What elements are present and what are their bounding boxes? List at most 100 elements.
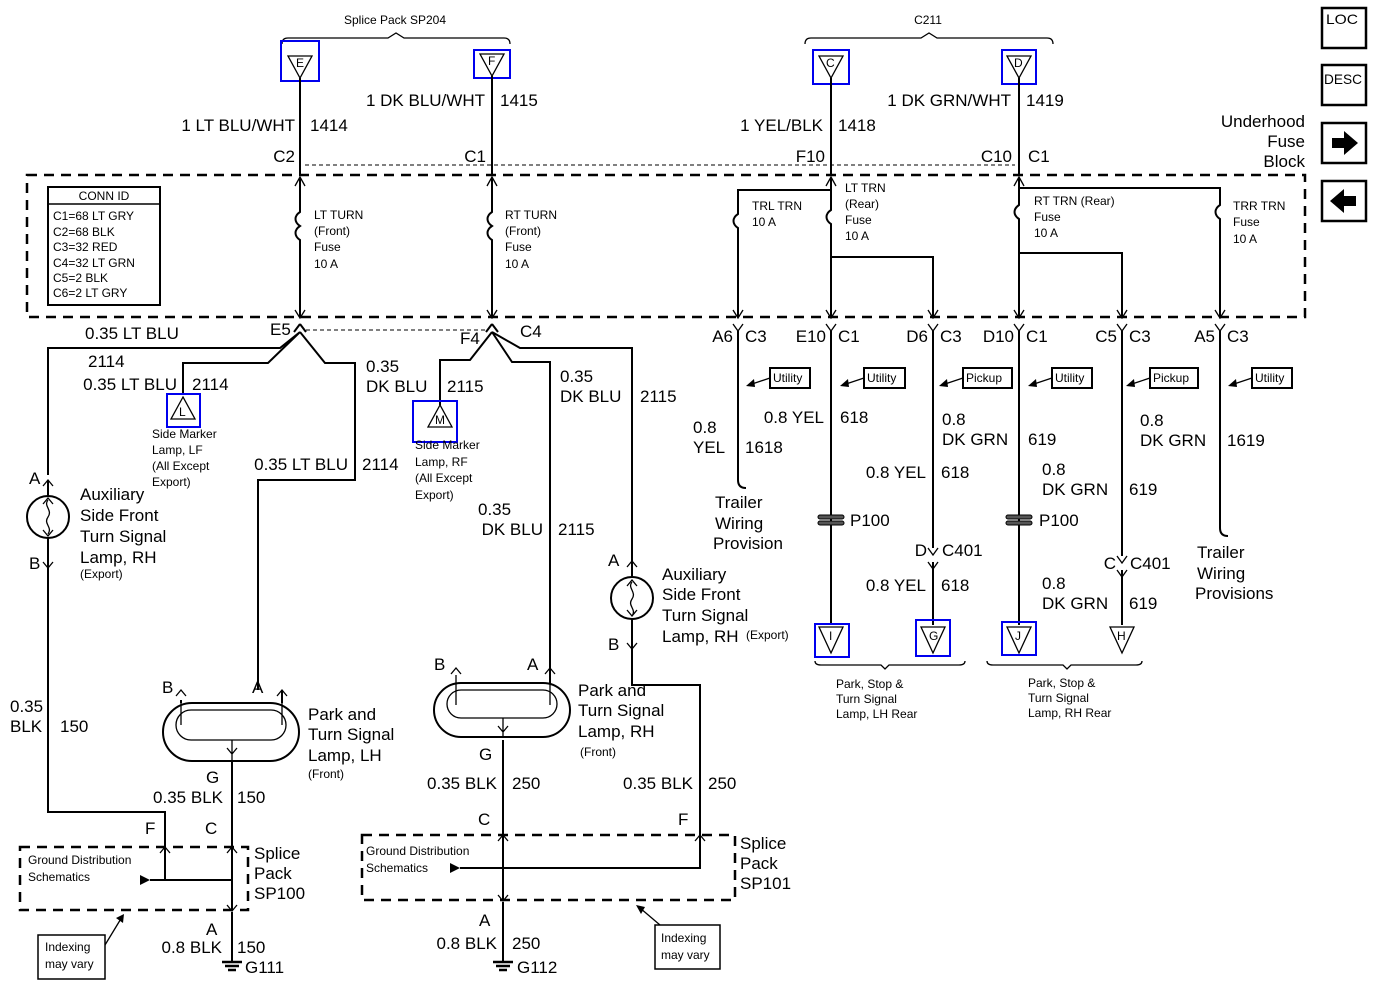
svg-text:C4: C4 bbox=[520, 322, 542, 341]
tag-utility: Utility bbox=[746, 367, 811, 389]
svg-text:LT TRN: LT TRN bbox=[845, 181, 886, 195]
connector-J[interactable]: J bbox=[1001, 621, 1037, 656]
ground-icon bbox=[222, 960, 242, 972]
svg-text:2114: 2114 bbox=[192, 375, 229, 394]
connector-G[interactable]: G bbox=[915, 619, 951, 657]
svg-text:TRL TRN: TRL TRN bbox=[752, 199, 802, 213]
svg-text:Indexing: Indexing bbox=[661, 931, 706, 945]
svg-text:0.35 BLK: 0.35 BLK bbox=[623, 774, 694, 793]
svg-text:M: M bbox=[435, 413, 445, 427]
svg-text:C1=68 LT GRY: C1=68 LT GRY bbox=[53, 209, 134, 223]
svg-text:10 A: 10 A bbox=[752, 215, 776, 229]
svg-text:Side Marker: Side Marker bbox=[152, 427, 217, 441]
svg-text:2115: 2115 bbox=[558, 520, 595, 539]
side-marker-lamp-rf-connector[interactable]: M bbox=[412, 400, 458, 443]
svg-text:1 DK GRN/WHT: 1 DK GRN/WHT bbox=[887, 91, 1011, 110]
svg-text:Turn Signal: Turn Signal bbox=[662, 606, 748, 625]
svg-text:Splice: Splice bbox=[254, 844, 300, 863]
svg-text:1 DK BLU/WHT: 1 DK BLU/WHT bbox=[366, 91, 485, 110]
svg-text:Park, Stop &: Park, Stop & bbox=[836, 677, 903, 691]
svg-text:Lamp, RH: Lamp, RH bbox=[662, 627, 739, 646]
connector-I[interactable]: I bbox=[814, 623, 850, 658]
svg-text:Pack: Pack bbox=[740, 854, 778, 873]
svg-text:E10: E10 bbox=[796, 327, 826, 346]
svg-text:A: A bbox=[527, 655, 539, 674]
svg-text:Trailer: Trailer bbox=[715, 493, 763, 512]
svg-text:10 A: 10 A bbox=[505, 257, 529, 271]
tag-utility: Utility bbox=[840, 367, 906, 389]
svg-text:2115: 2115 bbox=[640, 387, 677, 406]
svg-text:0.8 YEL: 0.8 YEL bbox=[764, 408, 824, 427]
svg-text:C401: C401 bbox=[1130, 554, 1171, 573]
svg-text:2114: 2114 bbox=[88, 352, 125, 371]
svg-text:C: C bbox=[826, 56, 835, 70]
svg-text:Turn Signal: Turn Signal bbox=[836, 692, 897, 706]
svg-text:Side Front: Side Front bbox=[80, 506, 159, 525]
svg-text:Park and: Park and bbox=[578, 681, 646, 700]
svg-text:10 A: 10 A bbox=[845, 229, 869, 243]
svg-text:DK BLU: DK BLU bbox=[366, 377, 427, 396]
splice-pack-sp204-label: Splice Pack SP204 bbox=[344, 13, 446, 27]
svg-text:0.8 BLK: 0.8 BLK bbox=[162, 938, 223, 957]
svg-text:LOC: LOC bbox=[1326, 11, 1358, 27]
next-page-button[interactable] bbox=[1320, 121, 1368, 165]
svg-text:F: F bbox=[145, 819, 155, 838]
svg-text:Indexing: Indexing bbox=[45, 940, 90, 954]
svg-text:10 A: 10 A bbox=[1233, 232, 1257, 246]
svg-text:A: A bbox=[29, 469, 41, 488]
loc-button[interactable]: LOC bbox=[1320, 6, 1368, 50]
connector-H[interactable]: H bbox=[1108, 626, 1136, 655]
svg-text:1 LT BLU/WHT: 1 LT BLU/WHT bbox=[181, 116, 295, 135]
svg-text:L: L bbox=[179, 405, 186, 419]
svg-text:(Export): (Export) bbox=[80, 567, 123, 581]
svg-text:Ground Distribution: Ground Distribution bbox=[28, 853, 131, 867]
svg-text:0.35 LT BLU: 0.35 LT BLU bbox=[254, 455, 348, 474]
arrow-right-icon bbox=[1332, 131, 1358, 155]
svg-text:CONN ID: CONN ID bbox=[79, 189, 130, 203]
svg-text:(Rear): (Rear) bbox=[845, 197, 879, 211]
svg-text:C6=2 LT GRY: C6=2 LT GRY bbox=[53, 286, 127, 300]
svg-text:1415: 1415 bbox=[500, 91, 538, 110]
svg-text:250: 250 bbox=[512, 774, 540, 793]
svg-text:Turn Signal: Turn Signal bbox=[80, 527, 166, 546]
prev-page-button[interactable] bbox=[1320, 179, 1368, 223]
svg-text:G: G bbox=[929, 629, 938, 643]
svg-text:10 A: 10 A bbox=[1034, 226, 1058, 240]
svg-text:Pickup: Pickup bbox=[966, 371, 1002, 385]
svg-text:A6: A6 bbox=[712, 327, 733, 346]
svg-text:150: 150 bbox=[237, 788, 265, 807]
svg-text:Export): Export) bbox=[415, 488, 454, 502]
svg-text:C1: C1 bbox=[1026, 327, 1048, 346]
svg-text:Turn Signal: Turn Signal bbox=[308, 725, 394, 744]
svg-text:C1: C1 bbox=[838, 327, 860, 346]
svg-text:Utility: Utility bbox=[773, 371, 802, 385]
svg-text:Auxiliary: Auxiliary bbox=[80, 485, 145, 504]
svg-text:DK BLU: DK BLU bbox=[482, 520, 543, 539]
svg-text:Fuse: Fuse bbox=[505, 240, 532, 254]
connector-E[interactable]: E bbox=[280, 40, 320, 82]
svg-text:D: D bbox=[1014, 56, 1023, 70]
svg-text:C: C bbox=[1104, 554, 1116, 573]
svg-text:F4: F4 bbox=[460, 329, 480, 348]
svg-text:A5: A5 bbox=[1194, 327, 1215, 346]
svg-text:2114: 2114 bbox=[362, 455, 399, 474]
svg-text:B: B bbox=[608, 635, 619, 654]
connector-F[interactable]: F bbox=[473, 49, 511, 79]
svg-text:Park and: Park and bbox=[308, 705, 376, 724]
svg-text:Ground Distribution: Ground Distribution bbox=[366, 844, 469, 858]
svg-text:A: A bbox=[608, 551, 620, 570]
svg-text:Utility: Utility bbox=[1255, 371, 1284, 385]
desc-button[interactable]: DESC bbox=[1320, 63, 1368, 107]
svg-text:P100: P100 bbox=[1039, 511, 1079, 530]
side-marker-lamp-lf-connector[interactable]: L bbox=[166, 393, 201, 428]
svg-text:150: 150 bbox=[60, 717, 88, 736]
svg-text:Lamp, LH: Lamp, LH bbox=[308, 746, 382, 765]
svg-text:C3: C3 bbox=[940, 327, 962, 346]
